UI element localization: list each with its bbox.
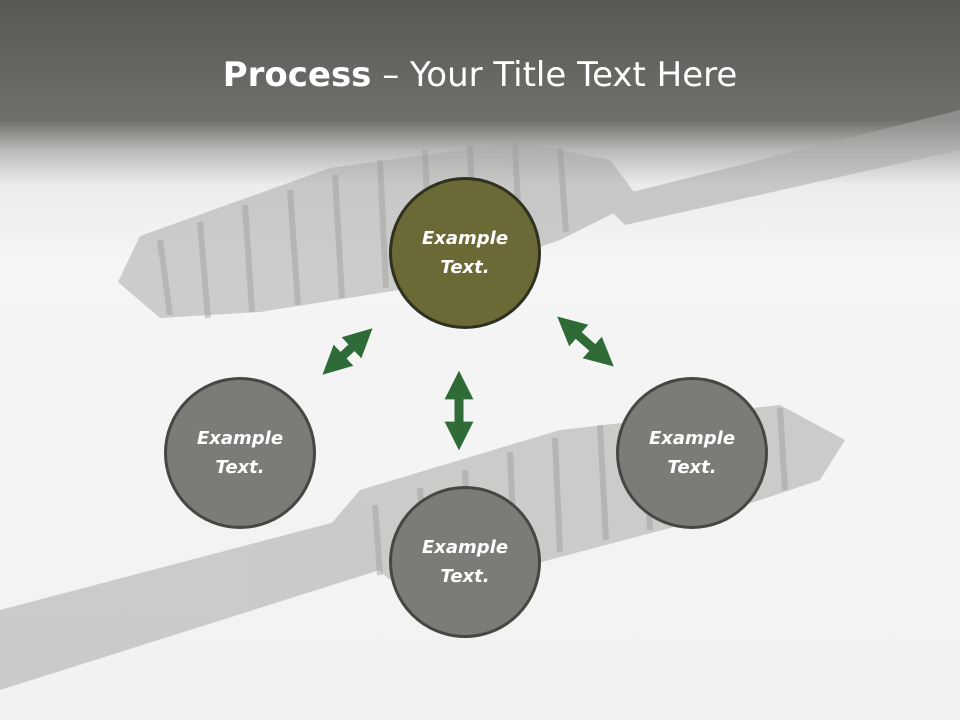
node-bottom-label: Example Text.	[421, 537, 509, 587]
node-right-label: Example Text.	[648, 428, 736, 478]
slide-title: Process – Your Title Text Here	[0, 50, 960, 100]
title-bold: Process	[222, 55, 372, 95]
node-left-label: Example Text.	[196, 428, 284, 478]
node-bottom: Example Text.	[389, 486, 541, 638]
node-top-label: Example Text.	[421, 228, 509, 278]
node-right: Example Text.	[616, 377, 768, 529]
node-left: Example Text.	[164, 377, 316, 529]
title-rest: – Your Title Text Here	[371, 55, 738, 95]
node-top: Example Text.	[389, 177, 541, 329]
